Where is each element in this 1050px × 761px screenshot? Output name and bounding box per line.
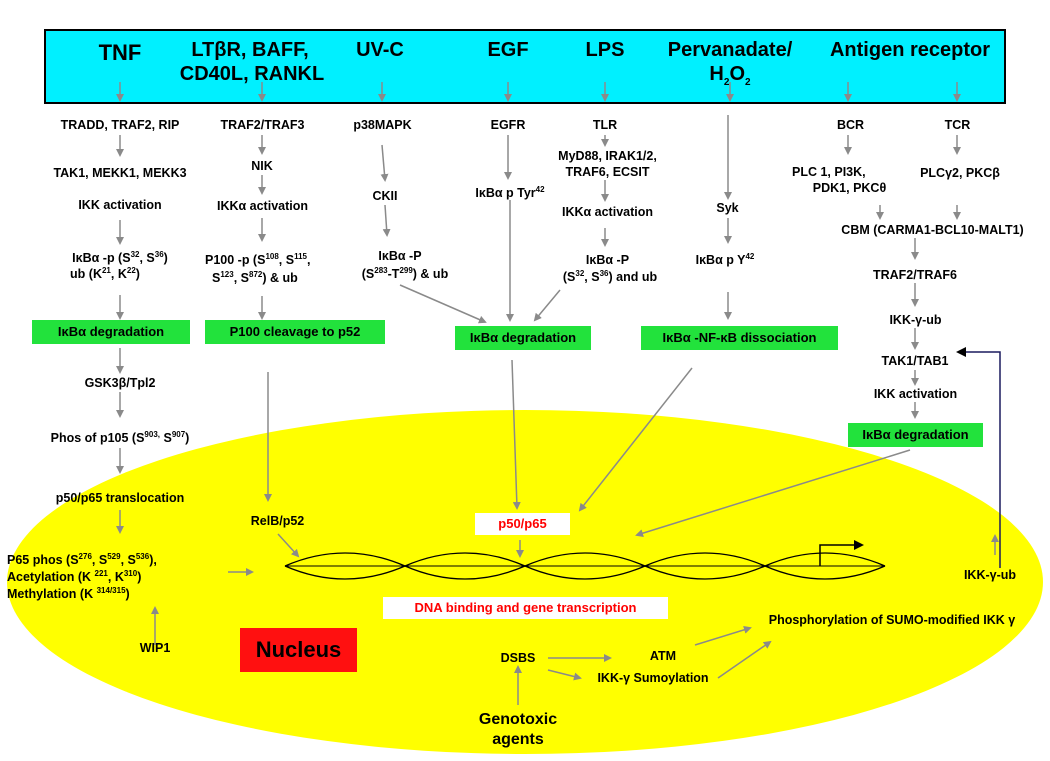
header-egf: EGF: [487, 39, 529, 61]
tak1-mekk: TAK1, MEKK1, MEKK3: [53, 166, 187, 180]
header-lps: LPS: [585, 39, 625, 61]
ikk-gamma-sumoylation: IKK-γ Sumoylation: [597, 671, 709, 685]
ikba-degradation-3: IκBα degradation: [848, 423, 983, 447]
nik: NIK: [251, 159, 273, 173]
ikba-P-sites: (S283-T299) & ub: [361, 265, 449, 281]
dna-binding-label: DNA binding and gene transcription: [383, 597, 668, 619]
ikk-activation: IKK activation: [78, 198, 162, 212]
p38mapk: p38MAPK: [353, 118, 412, 132]
dsbs: DSBS: [500, 651, 536, 665]
ikba-phospho: IκBα -p (S32, S36): [72, 249, 168, 265]
header-ltbr: LTβR, BAFF,: [191, 39, 309, 61]
feedback-line: [956, 347, 1001, 568]
ikba-degradation-2: IκBα degradation: [455, 326, 591, 350]
ikba-py42: IκBα p Y42: [695, 251, 755, 267]
p50-p65-translocation: p50/p65 translocation: [55, 491, 185, 505]
ikba-P-ckii: IκBα -P: [378, 249, 422, 263]
wip1: WIP1: [139, 641, 171, 655]
header-uvc: UV-C: [356, 39, 404, 61]
traf6-ecsit: TRAF6, ECSIT: [565, 165, 650, 179]
header-tnf: TNF: [98, 40, 142, 65]
ikka-activation-2: IKKα activation: [561, 205, 654, 219]
dna-helix: [284, 552, 886, 580]
acetylation: Acetylation (K 221, K310): [7, 568, 142, 584]
genotoxic: Genotoxic: [478, 711, 558, 728]
nucleus-label: Nucleus: [240, 628, 357, 672]
tak1-tab1: TAK1/TAB1: [881, 354, 949, 368]
ikba-tyr42: IκBα p Tyr42: [475, 184, 545, 200]
tradd-traf2-rip: TRADD, TRAF2, RIP: [60, 118, 180, 132]
header-bar: [44, 29, 1006, 104]
p50-p65-nuclear: p50/p65: [475, 513, 570, 535]
ikba-nfkb-dissociation: IκBα -NF-κB dissociation: [641, 326, 838, 350]
header-cd40l: CD40L, RANKL: [179, 63, 325, 85]
bcr: BCR: [836, 118, 865, 132]
dna-helix-2: [284, 552, 886, 580]
plc1-pi3k: PLC 1, PI3K,: [792, 165, 866, 179]
relb-p52: RelB/p52: [250, 514, 305, 528]
ckii: CKII: [372, 189, 398, 203]
ikba-degradation-1: IκBα degradation: [32, 320, 190, 344]
ikba-P-lps-sites: (S32, S36) and ub: [562, 268, 658, 284]
plcg2-pkcb: PLCγ2, PKCβ: [920, 166, 1000, 180]
sumo-ikk-phos: Phosphorylation of SUMO-modified IKK γ: [768, 613, 1016, 627]
p100-phospho: P100 -p (S108, S115,: [205, 251, 311, 267]
header-antigen: Antigen receptor: [829, 39, 991, 61]
cbm-complex: CBM (CARMA1-BCL10-MALT1): [841, 223, 1024, 237]
atm: ATM: [649, 649, 677, 663]
egfr: EGFR: [490, 118, 526, 132]
pdk1-pkc: PDK1, PKCθ: [812, 181, 887, 195]
p100-phospho-2: S123, S872) & ub: [212, 269, 298, 285]
header-h2o2: H2O2: [709, 63, 751, 88]
ikk-activation-bcr: IKK activation: [873, 387, 958, 401]
myd88-irak: MyD88, IRAK1/2,: [558, 149, 657, 163]
p65-phos: P65 phos (S276, S529, S536),: [7, 551, 157, 567]
ikka-activation-1: IKKα activation: [216, 199, 309, 213]
tlr: TLR: [592, 118, 618, 132]
gsk3b-tpl2: GSK3β/Tpl2: [84, 376, 156, 390]
header-pervanadate: Pervanadate/: [667, 39, 793, 61]
phos-p105: Phos of p105 (S903, S907): [50, 429, 190, 445]
methylation: Methylation (K 314/315): [7, 585, 130, 601]
ikk-gamma-ub-nuclear: IKK-γ-ub: [963, 568, 1017, 582]
ikk-gamma-ub: IKK-γ-ub: [889, 313, 942, 327]
p100-cleavage: P100 cleavage to p52: [205, 320, 385, 344]
traf2-traf6: TRAF2/TRAF6: [872, 268, 958, 282]
traf2-traf3: TRAF2/TRAF3: [220, 118, 305, 132]
syk: Syk: [716, 201, 739, 215]
agents: agents: [492, 731, 544, 748]
pathway-arrows: [116, 82, 999, 705]
transcription-start-arrow: [819, 540, 864, 566]
ikba-ub: ub (K21, K22): [70, 265, 140, 281]
ikba-P-lps: IκBα -P: [585, 253, 630, 267]
tcr: TCR: [944, 118, 971, 132]
